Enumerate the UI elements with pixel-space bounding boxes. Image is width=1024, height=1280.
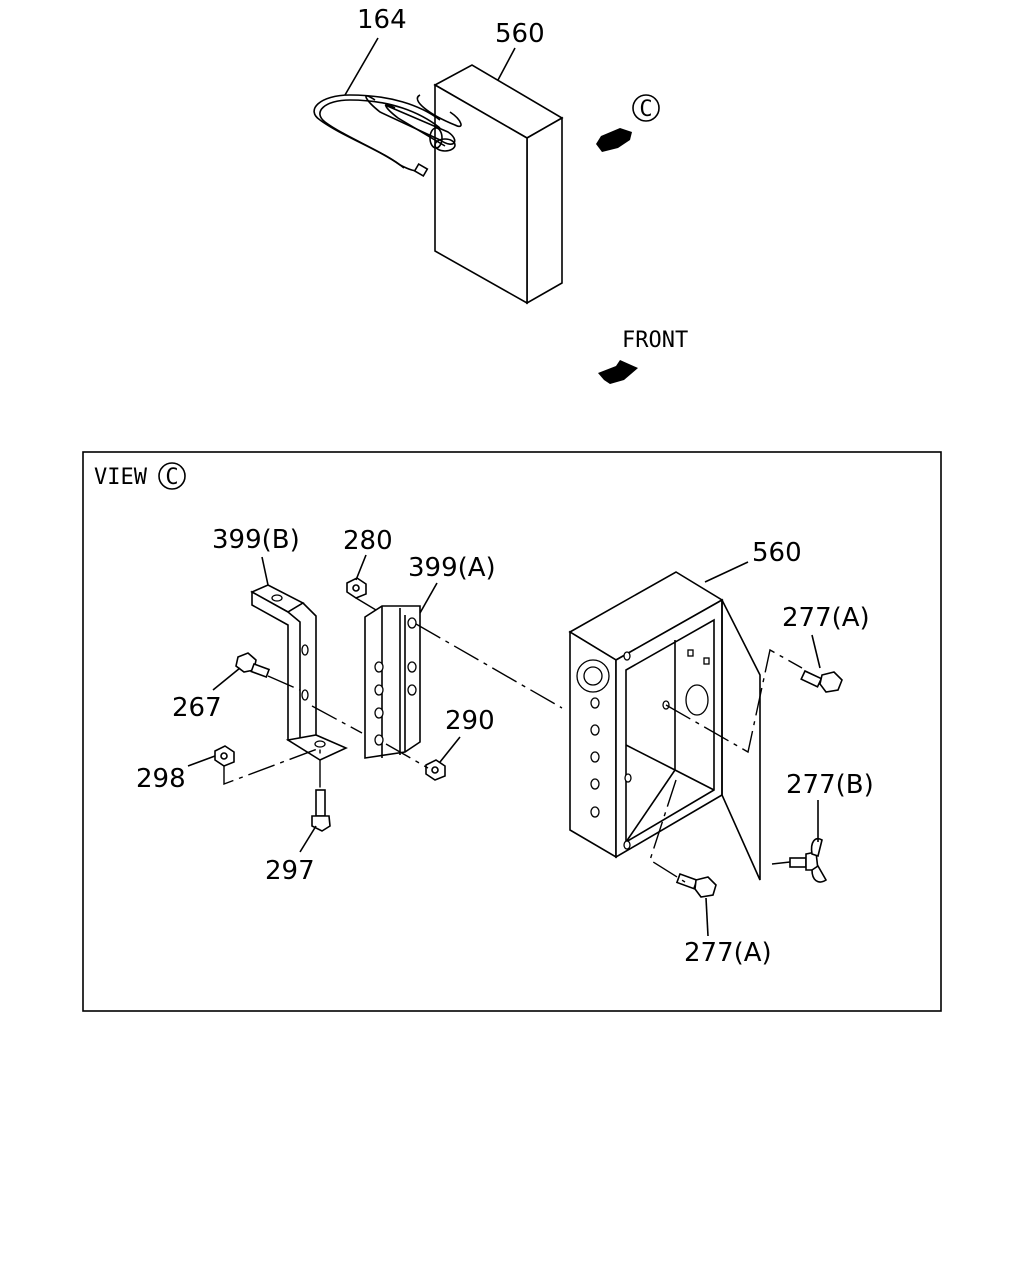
leader-298 — [187, 755, 216, 767]
label-267: 267 — [172, 693, 222, 723]
front-label: FRONT — [622, 328, 688, 353]
nut-298-icon — [214, 745, 235, 767]
leader-399b — [261, 556, 269, 586]
view-marker-top: C — [639, 97, 652, 122]
view-frame — [82, 451, 942, 1012]
leader-280 — [355, 554, 367, 581]
view-marker-circle-2 — [158, 462, 186, 490]
label-399b: 399(B) — [212, 525, 300, 555]
bracket-399b — [250, 584, 348, 761]
cable-164 — [313, 94, 462, 178]
label-560-top: 560 — [495, 19, 545, 49]
leader-399a — [419, 582, 438, 614]
leader-267 — [212, 667, 241, 691]
view-title-marker: C — [165, 465, 178, 490]
top-assembly: 164 560 C FRONT — [313, 5, 688, 384]
leader-297 — [299, 825, 317, 853]
wing-bolt-277b-icon — [789, 838, 828, 883]
label-297: 297 — [265, 856, 315, 886]
view-title: VIEW — [94, 465, 148, 490]
assembly-lines — [223, 597, 803, 883]
front-arrow-icon — [598, 360, 638, 384]
label-560-view: 560 — [752, 538, 802, 568]
nut-290-icon — [425, 759, 446, 781]
label-164: 164 — [357, 5, 407, 35]
box-560-top — [433, 64, 564, 305]
box-560-view — [568, 571, 761, 881]
bolt-277a-top-icon — [800, 669, 843, 693]
bolt-297-icon — [311, 789, 331, 832]
leader-164 — [344, 37, 379, 96]
bolt-267-icon — [235, 652, 271, 679]
leader-290 — [439, 736, 461, 763]
label-277a-bottom: 277(A) — [684, 938, 772, 968]
nut-280-icon — [346, 577, 367, 599]
label-298: 298 — [136, 764, 186, 794]
bracket-399a — [364, 605, 421, 759]
leader-277a-top — [811, 634, 821, 669]
label-277a-top: 277(A) — [782, 603, 870, 633]
label-277b: 277(B) — [786, 770, 874, 800]
label-399a: 399(A) — [408, 553, 496, 583]
leader-560-view — [704, 561, 749, 583]
leader-277a-bottom — [705, 897, 709, 937]
label-280: 280 — [343, 526, 393, 556]
leader-560-top — [497, 47, 516, 81]
label-290: 290 — [445, 706, 495, 736]
view-arrow-icon — [596, 128, 632, 152]
view-marker-circle — [632, 94, 660, 122]
bolt-277a-bottom-icon — [675, 872, 717, 898]
